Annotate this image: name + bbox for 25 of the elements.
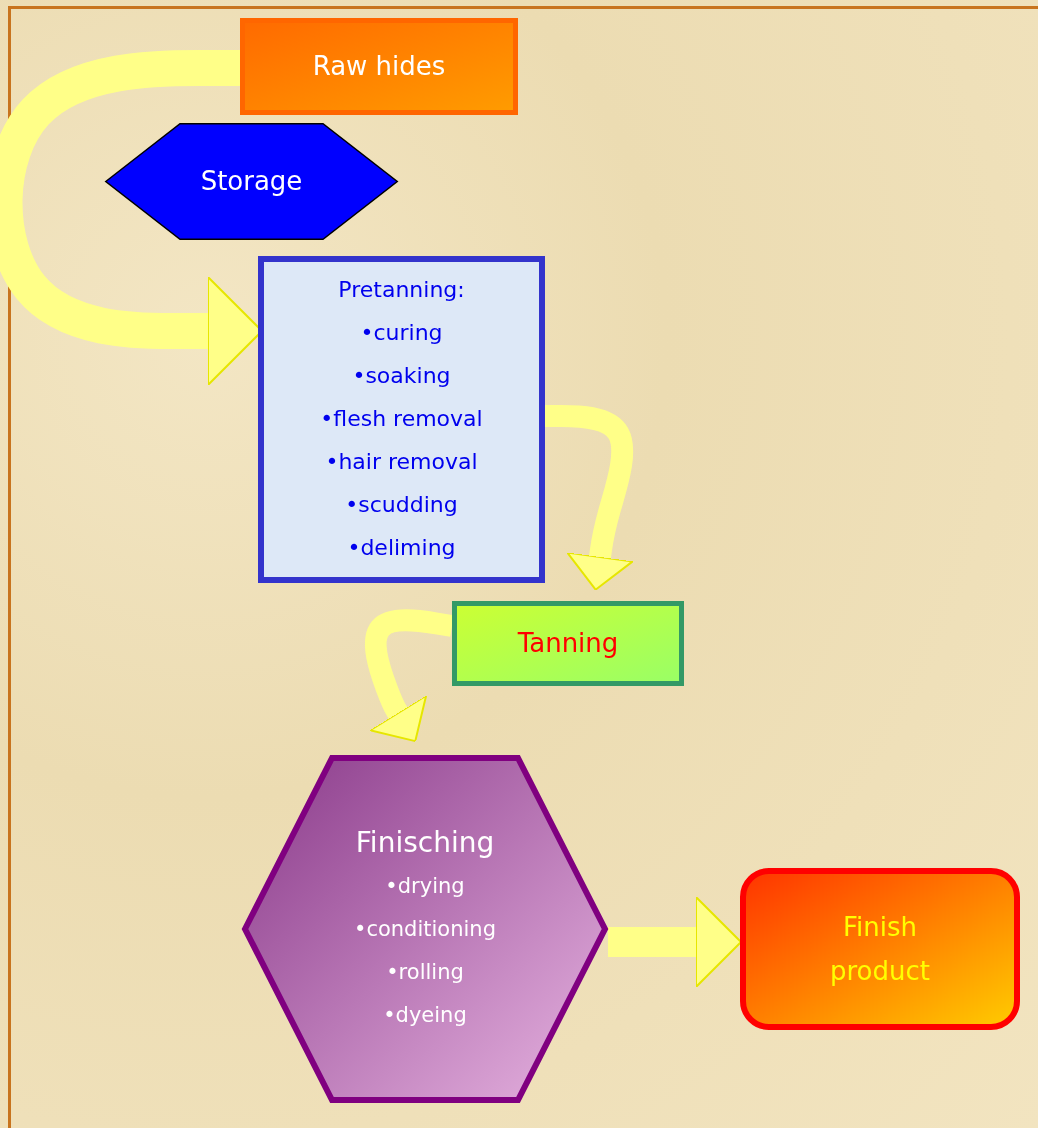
list-item: •hair removal (325, 447, 478, 476)
list-item: •rolling (386, 959, 464, 987)
node-title: Finish product (829, 910, 931, 988)
list-item: •deliming (347, 533, 456, 562)
list-item: •soaking (352, 362, 451, 391)
list-item: •curing (360, 319, 443, 348)
process-box (452, 601, 684, 686)
curved-arrow (545, 405, 634, 591)
curved-arrow (608, 896, 742, 988)
list-item: •scudding (345, 490, 458, 519)
list-item: •drying (385, 873, 465, 901)
node-title: Tanning (517, 627, 619, 660)
process-hexagon (242, 755, 608, 1103)
process-box (240, 18, 518, 115)
list-item: •dyeing (383, 1002, 467, 1030)
list-item: •conditioning (354, 916, 496, 944)
node-title: Raw hides (312, 50, 446, 83)
node-title: Finisching (355, 824, 495, 861)
process-box (258, 256, 545, 583)
node-title: Storage (200, 165, 303, 198)
curved-arrow (364, 609, 454, 743)
node-title: Pretanning: (338, 276, 465, 305)
process-box (740, 868, 1020, 1030)
list-item: •flesh removal (320, 405, 483, 434)
process-hexagon (105, 123, 398, 240)
